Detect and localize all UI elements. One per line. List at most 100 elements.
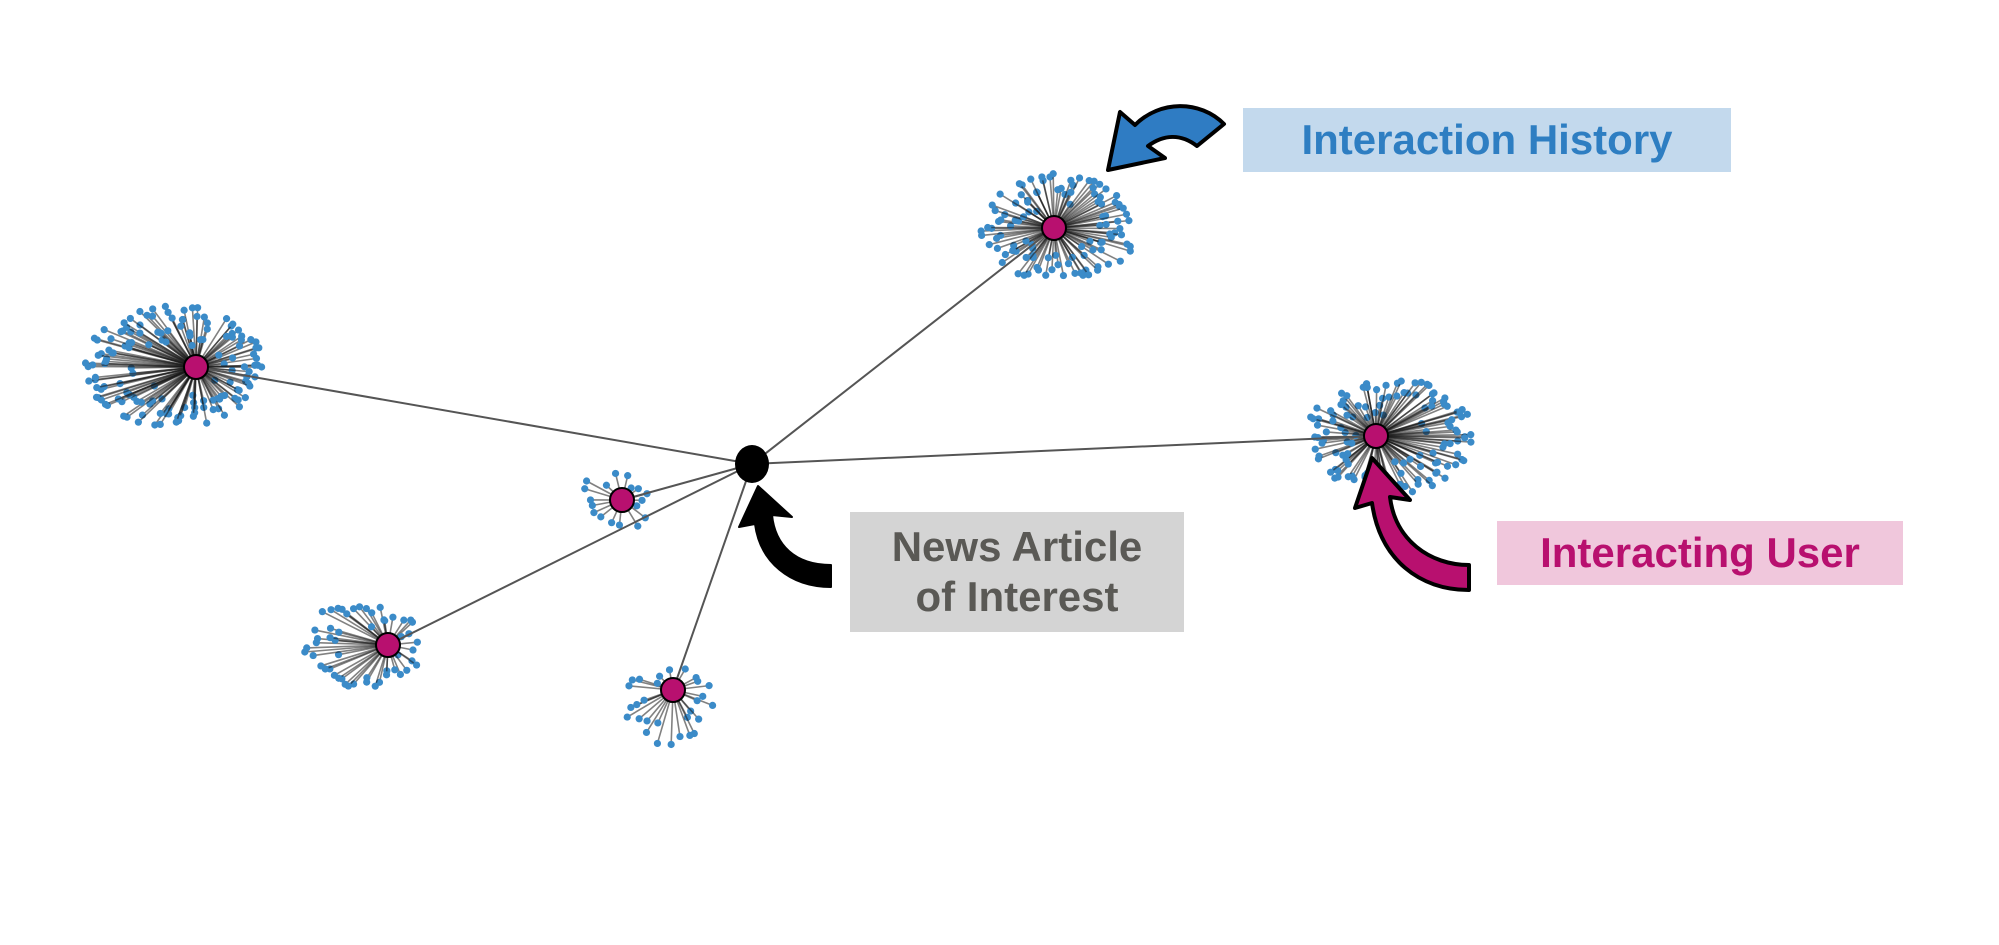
history-node [634, 485, 642, 493]
history-node [627, 703, 635, 712]
history-node [136, 329, 144, 337]
history-node [161, 302, 169, 310]
history-node [228, 333, 236, 341]
history-node [396, 670, 405, 679]
history-node [251, 361, 259, 369]
history-node [1428, 482, 1436, 490]
history-node [1439, 443, 1447, 451]
node-layer [183, 215, 1389, 703]
history-node [1054, 261, 1062, 269]
interacting-user-text: Interacting User [1540, 528, 1860, 576]
history-node [1314, 455, 1323, 463]
user-node-user-3 [1363, 423, 1389, 449]
history-node [188, 341, 196, 350]
history-node [252, 338, 260, 346]
history-node [1122, 210, 1131, 218]
history-edge [306, 644, 389, 649]
history-node [642, 728, 651, 737]
history-edge [1375, 431, 1458, 437]
history-node [1117, 231, 1126, 239]
history-node [343, 610, 351, 618]
history-node [1460, 457, 1468, 465]
history-node [209, 396, 217, 404]
history-node [1343, 392, 1351, 400]
history-node [1417, 378, 1425, 386]
arrow-article-icon [738, 485, 832, 588]
history-node [1348, 439, 1356, 447]
history-node [1309, 415, 1317, 423]
history-node [367, 623, 376, 631]
history-node [92, 393, 101, 401]
history-node [1102, 185, 1110, 193]
history-node [145, 341, 153, 349]
history-node [1453, 428, 1461, 436]
history-node [162, 338, 170, 346]
history-node [1090, 177, 1098, 185]
interaction-history-text: Interaction History [1301, 115, 1673, 163]
history-node [1098, 238, 1106, 246]
history-node [107, 335, 115, 343]
history-node [699, 692, 707, 700]
user-node-user-4 [609, 487, 635, 513]
history-node [335, 628, 343, 636]
history-node [1084, 271, 1093, 279]
history-node [338, 605, 346, 613]
history-node [1406, 455, 1414, 463]
history-layer [81, 170, 1475, 749]
history-node [1354, 402, 1362, 410]
history-node [91, 373, 100, 382]
history-node [1463, 410, 1471, 418]
history-node [985, 241, 993, 249]
history-node [1033, 263, 1041, 272]
history-node [120, 412, 128, 420]
history-node [1446, 439, 1454, 448]
history-node [408, 618, 417, 626]
history-node [1116, 257, 1124, 265]
history-node [634, 522, 642, 530]
history-node [1080, 251, 1088, 260]
user-node-user-1 [183, 354, 209, 380]
history-node [611, 469, 620, 478]
history-node [1433, 468, 1441, 476]
history-node [1014, 270, 1022, 278]
history-node [998, 258, 1006, 267]
history-node [1441, 474, 1449, 482]
history-node [1022, 253, 1030, 262]
history-edge [1375, 410, 1461, 437]
history-node [1313, 404, 1321, 412]
history-node [582, 477, 591, 485]
history-node [382, 671, 391, 679]
history-node [102, 357, 110, 365]
history-node [1089, 246, 1097, 254]
history-node [156, 409, 164, 418]
history-node [1461, 434, 1469, 442]
history-node [1344, 450, 1352, 458]
history-node [1064, 260, 1073, 268]
history-node [1104, 260, 1112, 268]
history-node [1024, 198, 1032, 206]
news-article-text-line1: News Article [891, 522, 1143, 570]
history-node [588, 501, 596, 510]
history-node [1089, 184, 1097, 192]
history-node [400, 616, 408, 624]
history-node [1452, 461, 1460, 469]
history-node [1393, 392, 1401, 400]
history-node [1107, 233, 1115, 241]
history-node [1429, 449, 1437, 457]
history-node [1337, 400, 1345, 409]
history-node [628, 676, 636, 684]
history-node [136, 307, 144, 316]
history-node [220, 411, 229, 419]
history-node [993, 244, 1002, 253]
arrow-user-icon [1353, 456, 1471, 592]
history-node [391, 666, 399, 674]
history-node [151, 421, 159, 429]
history-node [1443, 462, 1452, 470]
history-node [409, 646, 417, 654]
history-node [1077, 269, 1085, 277]
history-node [148, 312, 157, 320]
article-user-edge [751, 435, 1377, 465]
history-node [1113, 191, 1121, 200]
history-edge [96, 366, 197, 389]
history-node [1416, 462, 1425, 471]
